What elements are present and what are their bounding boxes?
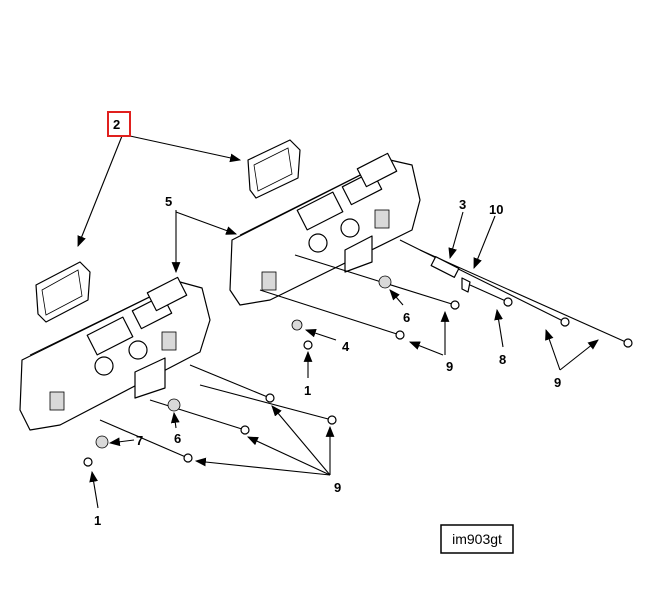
gasket-upper [247, 139, 301, 199]
exhaust-manifold-upper [229, 152, 421, 306]
callout-bolt-single[interactable]: 8 [499, 352, 506, 367]
plug-part [378, 275, 392, 289]
sleeve-part [430, 256, 460, 278]
callout-bolt-lower[interactable]: 9 [334, 480, 341, 495]
callout-manifold[interactable]: 5 [165, 194, 172, 209]
callout-bolt-upper-mid[interactable]: 9 [446, 359, 453, 374]
figure-id: im903gt [452, 531, 502, 547]
callout-screw-lower[interactable]: 1 [94, 513, 101, 528]
callout-plug-upper[interactable]: 6 [403, 310, 410, 325]
leader-lines [77, 135, 599, 509]
callout-plug-lower[interactable]: 6 [174, 431, 181, 446]
callout-highlight-box [107, 111, 131, 137]
callout-sleeve[interactable]: 3 [459, 197, 466, 212]
callout-washer[interactable]: 7 [136, 433, 143, 448]
fasteners-lower [83, 364, 337, 467]
gasket-lower [35, 261, 91, 323]
callout-screw-upper[interactable]: 1 [304, 383, 311, 398]
fasteners-upper [259, 239, 633, 350]
callout-bolt-upper-right[interactable]: 9 [554, 375, 561, 390]
cap-part [291, 319, 303, 331]
bracket-part [461, 277, 471, 293]
figure-id-box [440, 524, 514, 554]
exhaust-manifold-lower [19, 276, 211, 431]
callout-gasket[interactable]: 2 [113, 117, 120, 132]
callout-cap[interactable]: 4 [342, 339, 350, 354]
callout-bracket[interactable]: 10 [489, 202, 503, 217]
